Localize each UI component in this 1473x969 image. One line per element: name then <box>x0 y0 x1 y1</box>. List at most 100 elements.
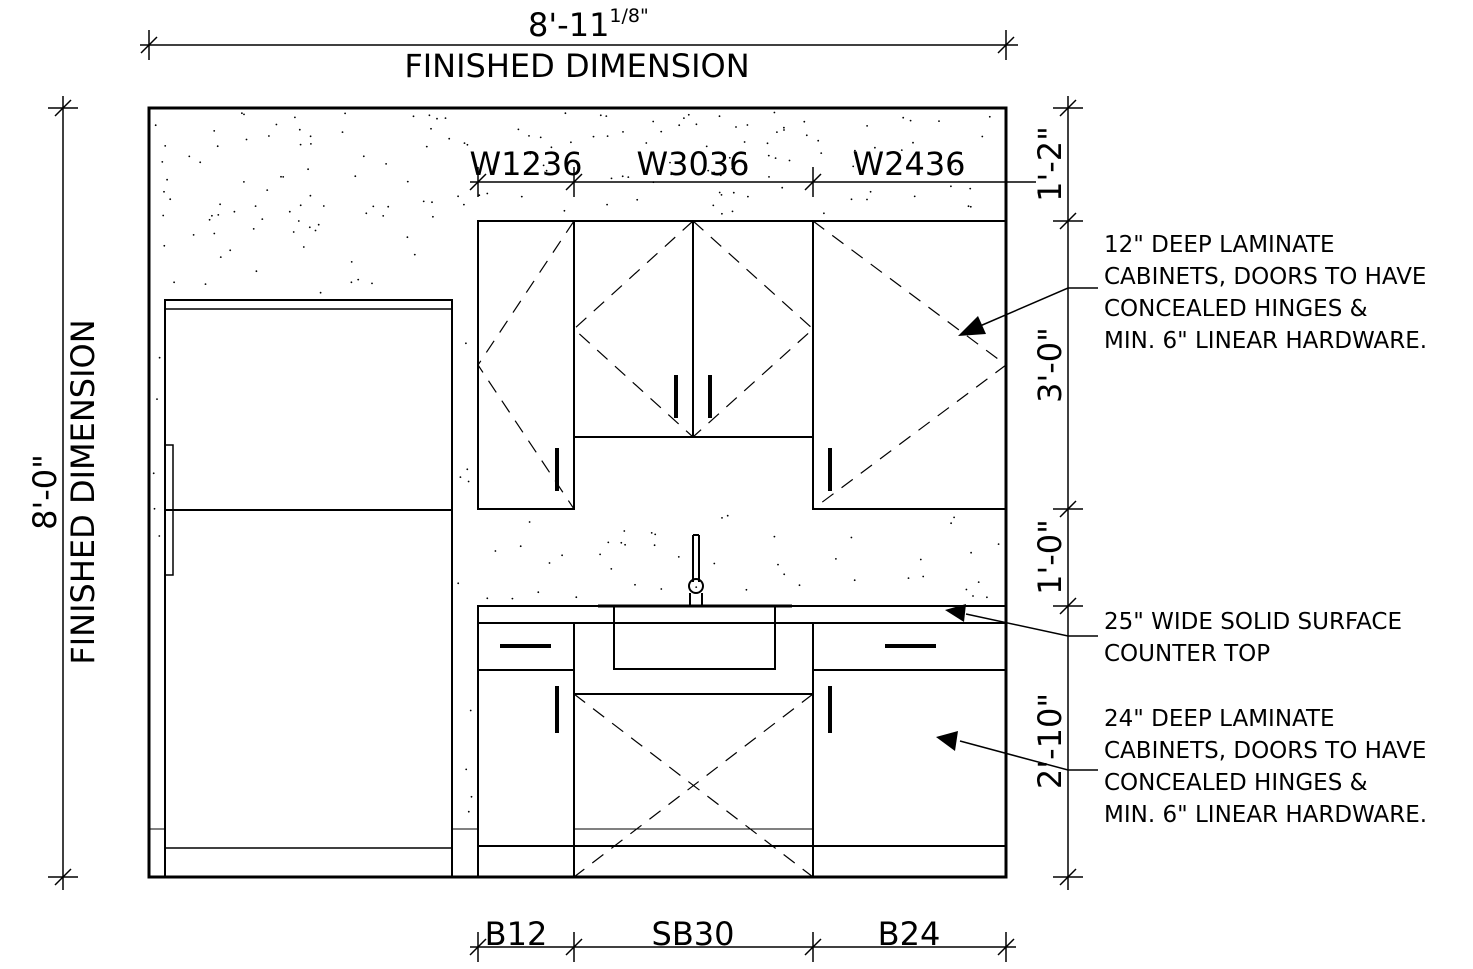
stipple-dot <box>854 149 856 152</box>
stipple-dot <box>623 530 626 532</box>
stipple-dot <box>869 190 872 193</box>
stipple-dot <box>494 550 497 552</box>
stipple-dot <box>216 145 219 148</box>
stipple-dot <box>459 476 462 478</box>
stipple-dot <box>783 573 786 576</box>
stipple-dot <box>967 205 970 208</box>
stipple-dot <box>548 562 551 564</box>
stipple-dot <box>153 507 156 510</box>
stipple-dot <box>362 155 365 158</box>
wall-outline <box>147 106 1008 879</box>
stipple-dot <box>280 175 282 178</box>
stipple-dot <box>229 249 232 252</box>
stipple-dot <box>288 210 291 213</box>
stipple-dot <box>550 146 553 149</box>
stipple-dot <box>912 141 914 144</box>
stipple-dot <box>163 244 166 247</box>
stipple-dot <box>233 210 236 213</box>
stipple-dot <box>152 472 155 475</box>
stipple-dot <box>965 588 968 591</box>
stipple-dot <box>721 517 723 519</box>
base-cabinet-label-3: B24 <box>878 915 941 953</box>
stipple-dot <box>970 551 972 554</box>
overall-height-dimension: 8'-0" FINISHED DIMENSION <box>26 96 102 890</box>
stipple-dot <box>953 516 955 519</box>
overall-width-label: FINISHED DIMENSION <box>404 47 749 85</box>
stipple-dot <box>162 214 165 217</box>
stipple-dot <box>726 514 729 517</box>
stipple-dot <box>874 146 876 149</box>
stipple-dot <box>169 198 172 201</box>
vertical-dim-4: 2'-10" <box>1031 693 1069 789</box>
stipple-dot <box>444 117 447 119</box>
overall-width-fraction: 1/8" <box>609 5 648 27</box>
stipple-dot <box>805 134 808 137</box>
stipple-dot <box>156 398 158 400</box>
svg-text:MIN. 6" LINEAR HARDWARE.: MIN. 6" LINEAR HARDWARE. <box>1104 328 1427 354</box>
stipple-dot <box>292 231 295 233</box>
stipple-dot <box>371 282 373 285</box>
stipple-dot <box>470 795 473 798</box>
refrigerator-handle <box>164 444 174 576</box>
sink-base-cabinet-sb30 <box>573 605 814 878</box>
stipple-dot <box>166 178 169 181</box>
stipple-dot <box>413 253 416 256</box>
stipple-dot <box>563 209 566 212</box>
stipple-dot <box>422 200 425 203</box>
stipple-dot <box>695 586 698 588</box>
stipple-dot <box>268 135 270 137</box>
stipple-dot <box>341 131 344 134</box>
stipple-dot <box>412 115 415 118</box>
stipple-dot <box>309 135 312 138</box>
wall-cabinet-label-2: W3036 <box>636 145 749 183</box>
stipple-dot <box>261 218 264 221</box>
svg-text:CABINETS, DOORS TO HAVE: CABINETS, DOORS TO HAVE <box>1104 264 1426 290</box>
stipple-dot <box>610 568 613 570</box>
note-base-cabinets: 24" DEEP LAMINATE CABINETS, DOORS TO HAV… <box>1104 706 1427 828</box>
stipple-dot <box>660 130 663 133</box>
stipple-dot <box>745 588 748 591</box>
stipple-dot <box>687 113 690 116</box>
stipple-dot <box>282 176 285 178</box>
stipple-dot <box>255 270 258 273</box>
svg-text:COUNTER TOP: COUNTER TOP <box>1104 641 1270 667</box>
stipple-dot <box>344 112 346 115</box>
stipple-dot <box>774 157 777 160</box>
stipple-dot <box>820 152 823 155</box>
stipple-dot <box>561 554 563 557</box>
stipple-dot <box>652 120 655 123</box>
stipple-dot <box>981 135 984 138</box>
sink-bowl <box>613 605 776 670</box>
stipple-dot <box>431 201 433 204</box>
stipple-dot <box>939 170 941 173</box>
stipple-dot <box>783 129 785 131</box>
stipple-dot <box>988 115 991 118</box>
stipple-dot <box>728 156 731 159</box>
stipple-dot <box>777 563 779 566</box>
vertical-dimension-string: 1'-2" 3'-0" 1'-0" 2'-10" <box>1031 96 1083 890</box>
upper-cabinet-w3036 <box>573 220 814 438</box>
stipple-dot <box>720 194 723 196</box>
stipple-dot <box>211 214 213 217</box>
stipple-dot <box>907 577 910 579</box>
stipple-dot <box>241 112 243 115</box>
stipple-dot <box>428 114 431 117</box>
stipple-dot <box>529 152 532 155</box>
stipple-dot <box>252 228 255 230</box>
stipple-dot <box>773 111 776 114</box>
stipple-dot <box>717 151 720 154</box>
stipple-dot <box>620 541 623 544</box>
stipple-dot <box>950 522 952 525</box>
svg-text:MIN. 6" LINEAR HARDWARE.: MIN. 6" LINEAR HARDWARE. <box>1104 802 1427 828</box>
stipple-dot <box>735 126 737 128</box>
stipple-dot <box>432 215 434 218</box>
stipple-dot <box>718 115 721 118</box>
stipple-dot <box>852 165 855 168</box>
stipple-dot <box>913 195 916 198</box>
stipple-dot <box>683 117 685 119</box>
base-cabinet-b24 <box>812 622 1007 878</box>
refrigerator <box>164 299 453 878</box>
stipple-dot <box>517 128 520 131</box>
stipple-dot <box>627 176 630 179</box>
stipple-dot <box>188 155 191 158</box>
